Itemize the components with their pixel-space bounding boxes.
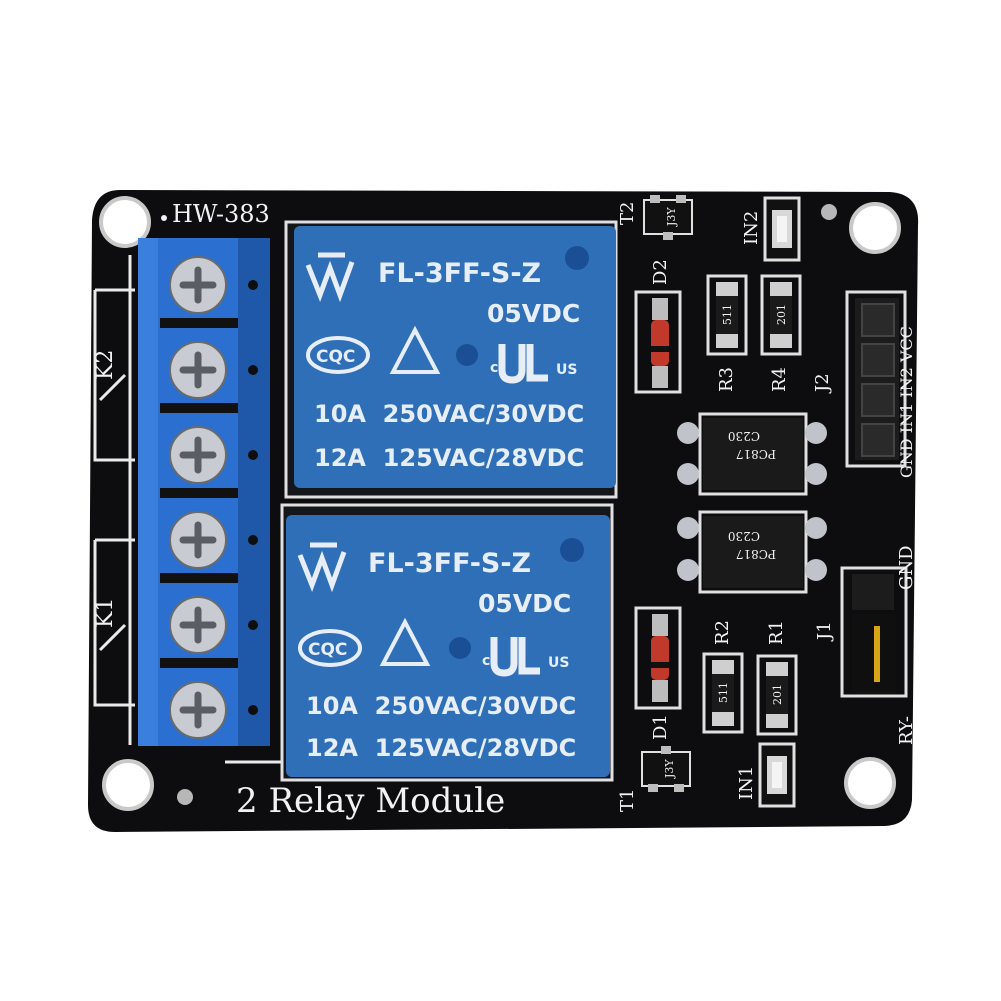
ul-c-mark: c [482, 653, 490, 669]
label-t2: T2 [617, 202, 638, 225]
resistor-code-r3: 511 [721, 304, 734, 325]
optocoupler-bottom: C230 PC817 [677, 510, 827, 594]
warning-triangle-icon [389, 325, 441, 374]
label-d1: D1 [650, 714, 671, 740]
mount-hole-top-right [849, 202, 901, 254]
ul-c-mark: c [490, 360, 498, 376]
optocoupler-top: C230 PC817 [677, 412, 827, 496]
label-r3: R3 [716, 367, 737, 392]
ul-mark-icon [498, 344, 548, 384]
relay-part-number: FL-3FF-S-Z [378, 258, 541, 289]
label-j2: J2 [812, 373, 833, 394]
mount-hole-bottom-right [844, 757, 896, 809]
opto-part: PC817 [736, 447, 776, 461]
label-r2: R2 [712, 620, 733, 645]
relay-top: FL-3FF-S-Z 05VDC CQC c US 10A 250VAC/30V… [284, 220, 618, 499]
ul-us-mark: US [556, 362, 577, 378]
board-model-label: HW-383 [172, 200, 270, 228]
label-k1: K1 [93, 598, 118, 628]
opto-code: C230 [728, 529, 760, 543]
mount-hole-bottom-left [102, 759, 154, 811]
relay-cqc-label: CQC [308, 640, 347, 660]
ul-us-mark: US [548, 655, 569, 671]
relay-rating-1: 10A 250VAC/30VDC [306, 692, 576, 720]
header-j2-pins: GND IN1 IN2 VCC [897, 326, 916, 478]
label-r1: R1 [766, 620, 787, 645]
right-components: J3Y T2 IN2 D2 511 201 R3 R4 J2 GND I [617, 195, 917, 812]
relay-logo-icon [305, 252, 355, 303]
mount-hole-top-left [99, 196, 151, 248]
label-j1: J1 [814, 621, 835, 642]
label-k2: K2 [93, 350, 118, 380]
label-ry: RY- [896, 716, 917, 745]
resistor-code-r4: 201 [775, 304, 788, 325]
resistor-code-r2: 511 [717, 682, 730, 703]
relay-part-number: FL-3FF-S-Z [368, 548, 531, 579]
cqc-mark-icon [298, 629, 362, 667]
label-in2: IN2 [741, 211, 762, 245]
relay-coil-voltage: 05VDC [478, 589, 571, 618]
relay-cqc-label: CQC [316, 347, 355, 367]
label-d2: D2 [650, 259, 671, 285]
cqc-mark-icon [306, 336, 370, 374]
screw-terminal-block [138, 238, 270, 746]
opto-part: PC817 [736, 547, 776, 561]
relay-rating-1: 10A 250VAC/30VDC [314, 400, 584, 428]
relay-rating-2: 12A 125VAC/28VDC [314, 444, 584, 472]
resistor-code-r1: 201 [771, 684, 784, 705]
label-r4: R4 [769, 367, 790, 392]
board-title-label: 2 Relay Module [236, 781, 505, 821]
opto-code: C230 [728, 429, 760, 443]
label-gnd: GND [896, 545, 917, 590]
ul-mark-icon [490, 637, 540, 677]
relay-coil-voltage: 05VDC [487, 299, 580, 328]
label-in1: IN1 [736, 766, 757, 800]
relay-rating-2: 12A 125VAC/28VDC [306, 734, 576, 762]
label-t1: T1 [617, 789, 638, 812]
transistor-code-t1: J3Y [663, 759, 676, 779]
relay-logo-icon [297, 542, 347, 593]
transistor-code-t2: J3Y [665, 207, 678, 227]
warning-triangle-icon [379, 617, 431, 666]
relay-bottom: FL-3FF-S-Z 05VDC CQC c US 10A 250VAC/30V… [280, 503, 614, 782]
